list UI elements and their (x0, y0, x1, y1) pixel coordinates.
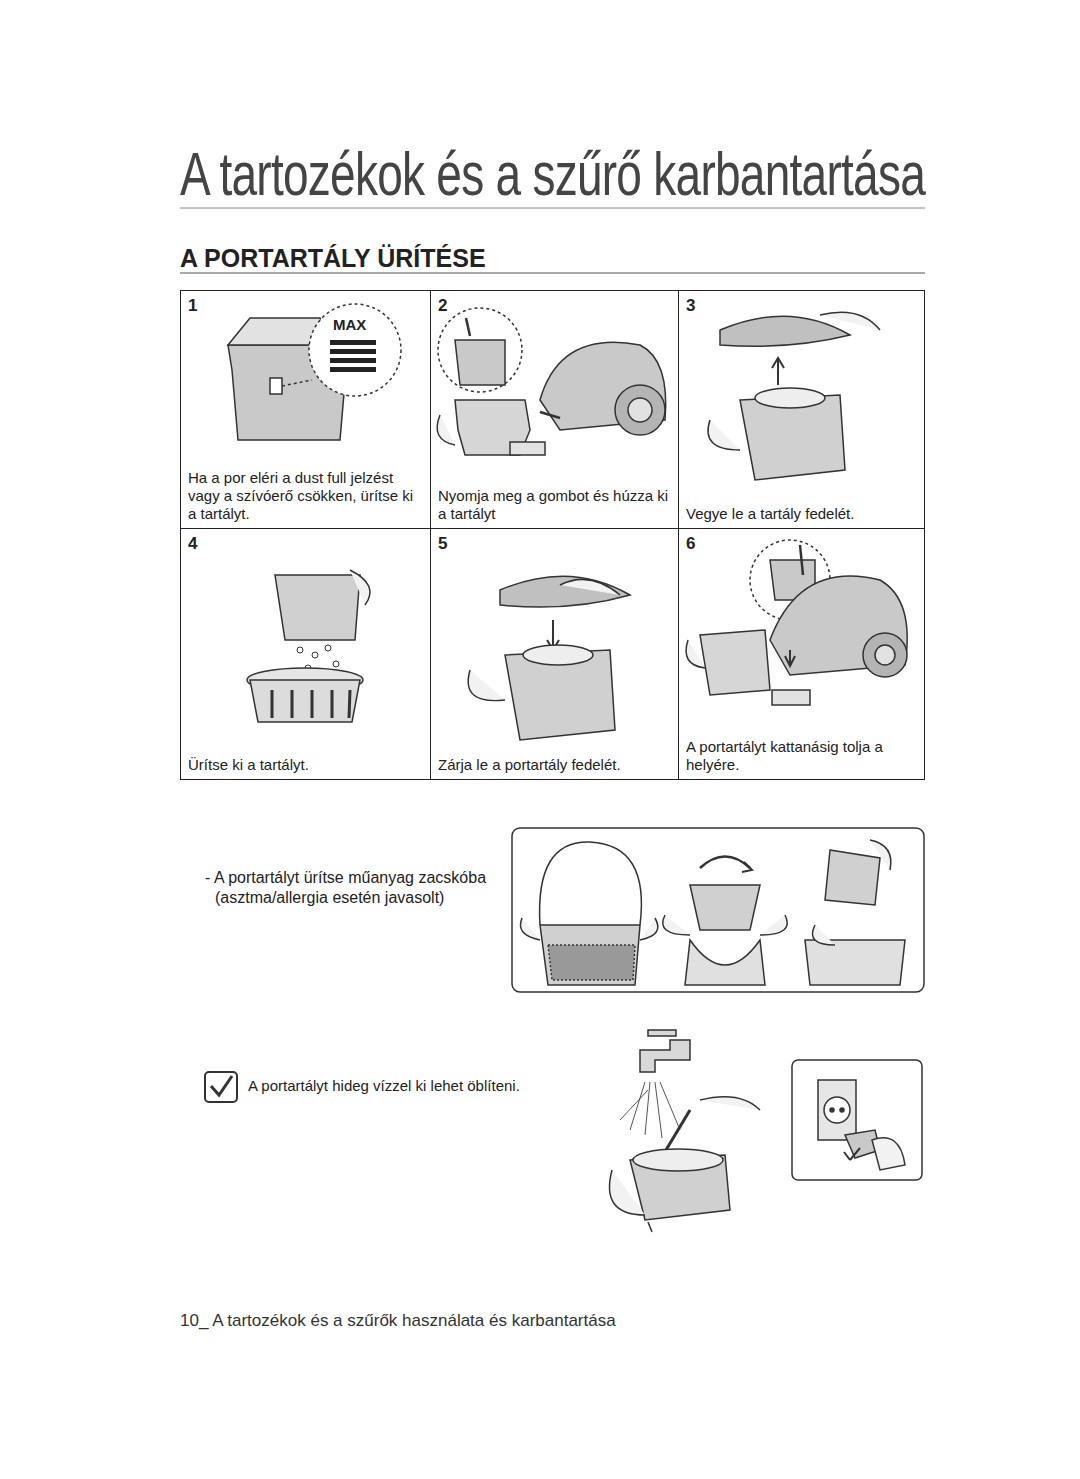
step-caption: Ürítse ki a tartályt. (188, 756, 424, 774)
step-number: 1 (188, 296, 197, 316)
step-cell: 5Zárja le a portartály fedelét. (430, 528, 679, 780)
step-number: 3 (686, 296, 695, 316)
step-cell: 2Nyomja meg a gombot és húzza ki a tartá… (430, 290, 679, 529)
step-caption: Nyomja meg a gombot és húzza ki a tartál… (438, 487, 672, 523)
step-cell: 4Ürítse ki a tartályt. (180, 528, 431, 780)
page-title: A tartozékok és a szűrő karbantartása (180, 138, 925, 209)
step-number: 2 (438, 296, 447, 316)
note-text: - A portartályt ürítse műanyag zacskóba … (205, 868, 500, 908)
step-caption: Vegye le a tartály fedelét. (686, 505, 918, 523)
step-number: 4 (188, 534, 197, 554)
page-footer: 10_ A tartozékok és a szűrők használata … (180, 1310, 925, 1331)
step-caption: A portartályt kattanásig tolja a helyére… (686, 738, 918, 774)
step-cell: 6 A portartályt kattanásig tolja a helyér… (678, 528, 925, 780)
section-heading: A PORTARTÁLY ÜRÍTÉSE (180, 243, 925, 274)
note-text: A portartályt hideg vízzel ki lehet öblí… (248, 1077, 588, 1096)
step-cell: 3Vegye le a tartály fedelét. (678, 290, 925, 529)
step-number: 6 (686, 534, 695, 554)
step-number: 5 (438, 534, 447, 554)
step-cell: 1 Ha a por eléri a dust full jelzést vagy… (180, 290, 431, 529)
max-marker: MAX (331, 316, 368, 335)
step-caption: Ha a por eléri a dust full jelzést vagy … (188, 469, 424, 523)
step-caption: Zárja le a portartály fedelét. (438, 756, 672, 774)
